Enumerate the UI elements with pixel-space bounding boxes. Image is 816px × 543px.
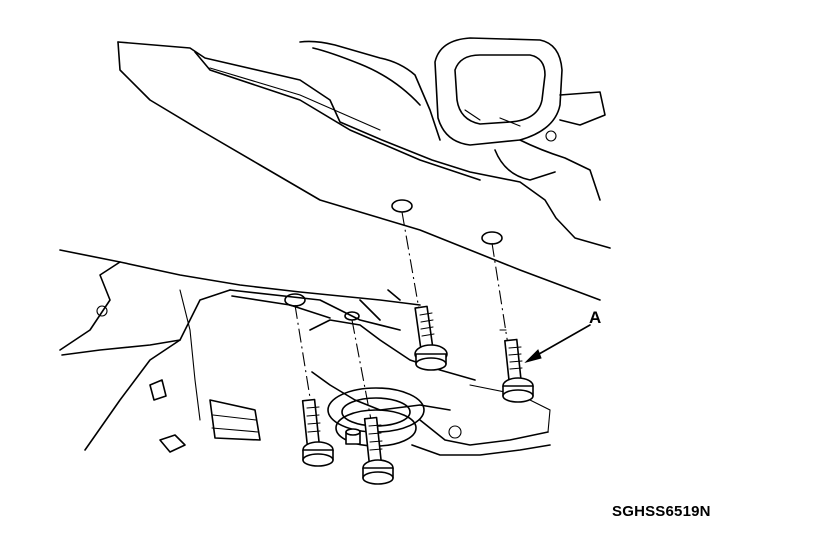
bolt-lower-left [301,398,334,467]
upper-frame-rail [117,41,611,301]
callout-arrow [524,324,591,363]
bolt-a [502,338,534,403]
bolt-lower-middle [362,416,394,485]
alignment-lines [294,211,509,426]
nut [345,428,361,445]
bolt-holes [284,199,503,321]
callout-label-a: A [589,308,602,327]
subframe-crossmember [59,249,421,453]
figure-code: SGHSS6519N [612,503,711,520]
bolt-upper-middle [414,305,448,371]
engine-mount [299,37,606,201]
